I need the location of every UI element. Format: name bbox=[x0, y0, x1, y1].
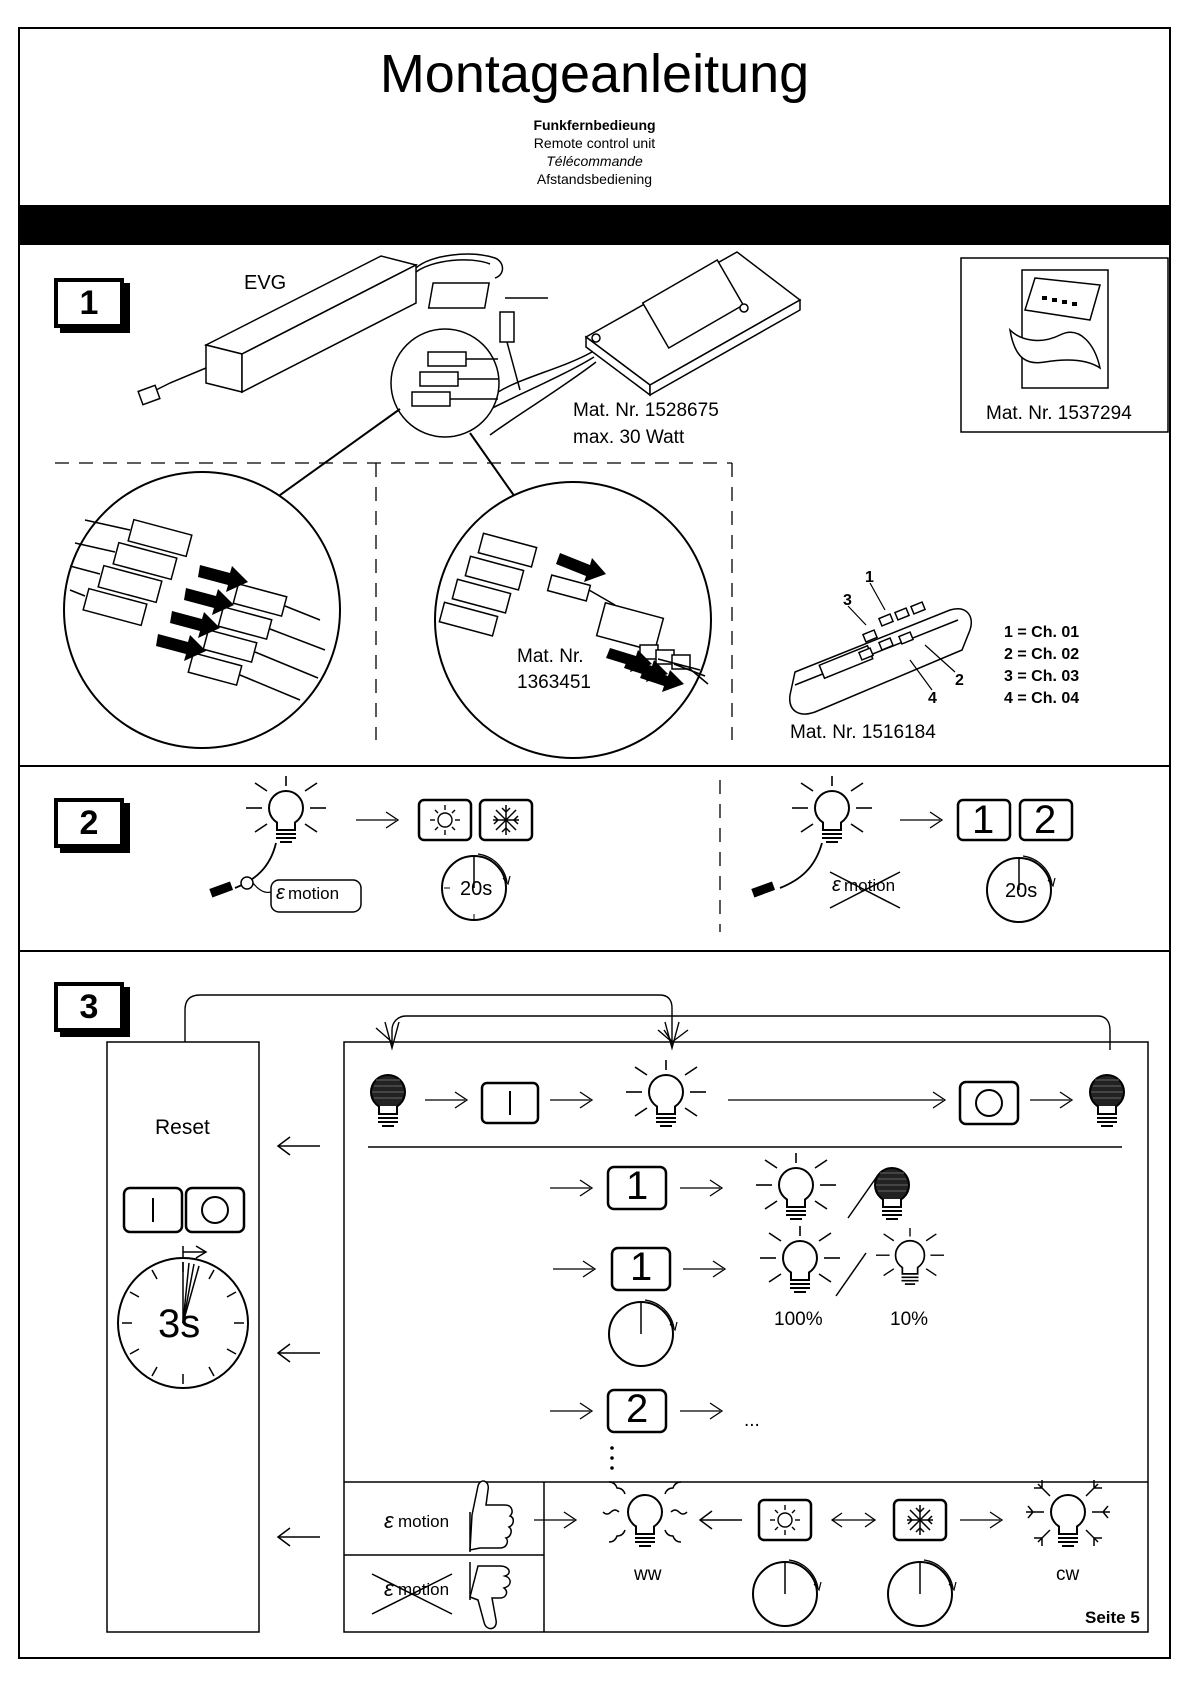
emotion-on-e-glyph: ε bbox=[384, 1508, 394, 1533]
emotion-off-label: motion bbox=[398, 1580, 450, 1599]
divider-2-3 bbox=[18, 950, 1171, 952]
mat-nr-splitter-label: Mat. Nr. bbox=[517, 646, 584, 667]
subtitle-nl: Afstandsbediening bbox=[536, 171, 653, 187]
emotion-on-label: motion bbox=[398, 1512, 450, 1531]
emotion-crossed-e-glyph: ε bbox=[832, 874, 841, 896]
divider-1-2 bbox=[18, 765, 1171, 767]
mat-nr-splitter-number: 1363451 bbox=[517, 672, 591, 693]
mat-nr-receiver: Mat. Nr. 1528675 bbox=[573, 400, 719, 421]
channel-4: 4 = Ch. 04 bbox=[1004, 690, 1080, 707]
brightness-100: 100% bbox=[774, 1309, 823, 1330]
step-1-badge: 1 bbox=[54, 278, 124, 328]
header-black-bar bbox=[18, 205, 1171, 245]
channel-2-button: 2 bbox=[626, 1387, 649, 1431]
reset-timer-3s: 3s bbox=[158, 1302, 201, 1346]
channel-button-2: 2 bbox=[1034, 798, 1057, 842]
remote-key-4: 4 bbox=[928, 690, 937, 707]
emotion-crossed-label: motion bbox=[844, 876, 896, 895]
timer-20s-right: 20s bbox=[1005, 880, 1038, 902]
emotion-label: motion bbox=[288, 884, 340, 903]
evg-label: EVG bbox=[244, 272, 287, 294]
remote-key-3: 3 bbox=[843, 592, 852, 609]
channel-1-hold-button: 1 bbox=[630, 1245, 653, 1289]
step-2-badge: 2 bbox=[54, 798, 124, 848]
mat-nr-remote-pack: Mat. Nr. 1537294 bbox=[986, 403, 1132, 424]
channel-1: 1 = Ch. 01 bbox=[1004, 624, 1080, 641]
page-title: Montageanleitung bbox=[379, 44, 810, 104]
timer-20s-left: 20s bbox=[460, 878, 493, 900]
subtitle-en: Remote control unit bbox=[533, 135, 656, 151]
channel-1-button: 1 bbox=[626, 1164, 649, 1208]
cold-white-label: cw bbox=[1056, 1564, 1080, 1585]
remote-key-1: 1 bbox=[865, 569, 874, 586]
step-3-badge: 3 bbox=[54, 982, 124, 1032]
emotion-off-e-glyph: ε bbox=[384, 1576, 394, 1601]
warm-white-label: ww bbox=[634, 1564, 662, 1585]
page-number: Seite 5 bbox=[1085, 1608, 1140, 1627]
page-frame bbox=[18, 27, 1171, 1659]
channel-2: 2 = Ch. 02 bbox=[1004, 646, 1080, 663]
channel-3: 3 = Ch. 03 bbox=[1004, 668, 1080, 685]
channel-button-1: 1 bbox=[972, 798, 995, 842]
emotion-e-glyph: ε bbox=[276, 882, 285, 904]
max-watt: max. 30 Watt bbox=[573, 427, 685, 448]
reset-label: Reset bbox=[155, 1116, 210, 1139]
more-channels-ellipsis: ... bbox=[744, 1410, 760, 1431]
mat-nr-remote: Mat. Nr. 1516184 bbox=[790, 722, 936, 743]
brightness-10: 10% bbox=[890, 1309, 929, 1330]
subtitle-fr: Télécommande bbox=[546, 153, 643, 169]
subtitle-de: Funkfernbedieung bbox=[533, 117, 656, 133]
remote-key-2: 2 bbox=[955, 672, 964, 689]
